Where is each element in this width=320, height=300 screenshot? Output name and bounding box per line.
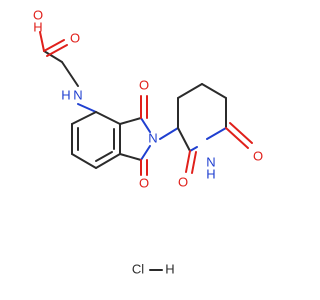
pip-carbonyl-left-2 xyxy=(191,151,197,174)
ring-bond-6 xyxy=(71,111,97,125)
carboxyl-o-label: O xyxy=(70,30,80,45)
imide-bond-4 xyxy=(140,145,151,161)
pip-bond-5 xyxy=(206,127,227,140)
pip-bond-7 xyxy=(189,146,198,152)
lower-o-label: O xyxy=(139,175,149,190)
hydroxyl-o-label: O xyxy=(33,7,43,22)
pip-carbonyl-left-1 xyxy=(185,150,191,173)
ring-inner-3 xyxy=(95,151,113,162)
pip-bond-2 xyxy=(177,83,203,99)
bond-c-ch2 xyxy=(43,50,63,63)
ring-bond-3 xyxy=(95,153,121,169)
molecule-canvas: O H O N H N O O O N H O Cl H xyxy=(32,7,264,277)
pip-carbonyl-right-1 xyxy=(225,127,249,149)
pip-o-right-label: O xyxy=(253,148,263,163)
bond-n-pip xyxy=(159,127,179,140)
bond-nh-ring xyxy=(77,103,97,113)
imide-n-label: N xyxy=(148,130,157,145)
pip-carbonyl-right-2 xyxy=(229,122,253,144)
pip-h-label: H xyxy=(206,166,215,181)
ring-bond-1 xyxy=(95,111,121,125)
salt-h-label: H xyxy=(165,261,174,276)
imide-bond-2 xyxy=(119,153,142,161)
bond-co-1 xyxy=(43,39,65,52)
hydroxyl-h-label: H xyxy=(33,19,42,34)
pip-bond-3 xyxy=(201,83,227,99)
structure-diagram: O H O N H N O O O N H O Cl H xyxy=(33,7,263,276)
amine-h-label: H xyxy=(61,87,70,102)
upper-o-label: O xyxy=(139,77,149,92)
imide-bond-1 xyxy=(119,117,142,125)
ring-bond-4 xyxy=(71,153,97,169)
pip-o-left-label: O xyxy=(178,174,188,189)
imide-bond-3 xyxy=(140,117,151,133)
amine-n-label: N xyxy=(73,87,82,102)
pip-n-label: N xyxy=(206,154,215,169)
bond-oh-c xyxy=(39,31,45,52)
pip-bond-6 xyxy=(177,127,191,152)
salt-cl-label: Cl xyxy=(132,261,144,276)
bond-ch2-n xyxy=(61,61,79,87)
bond-co-2 xyxy=(46,44,68,57)
